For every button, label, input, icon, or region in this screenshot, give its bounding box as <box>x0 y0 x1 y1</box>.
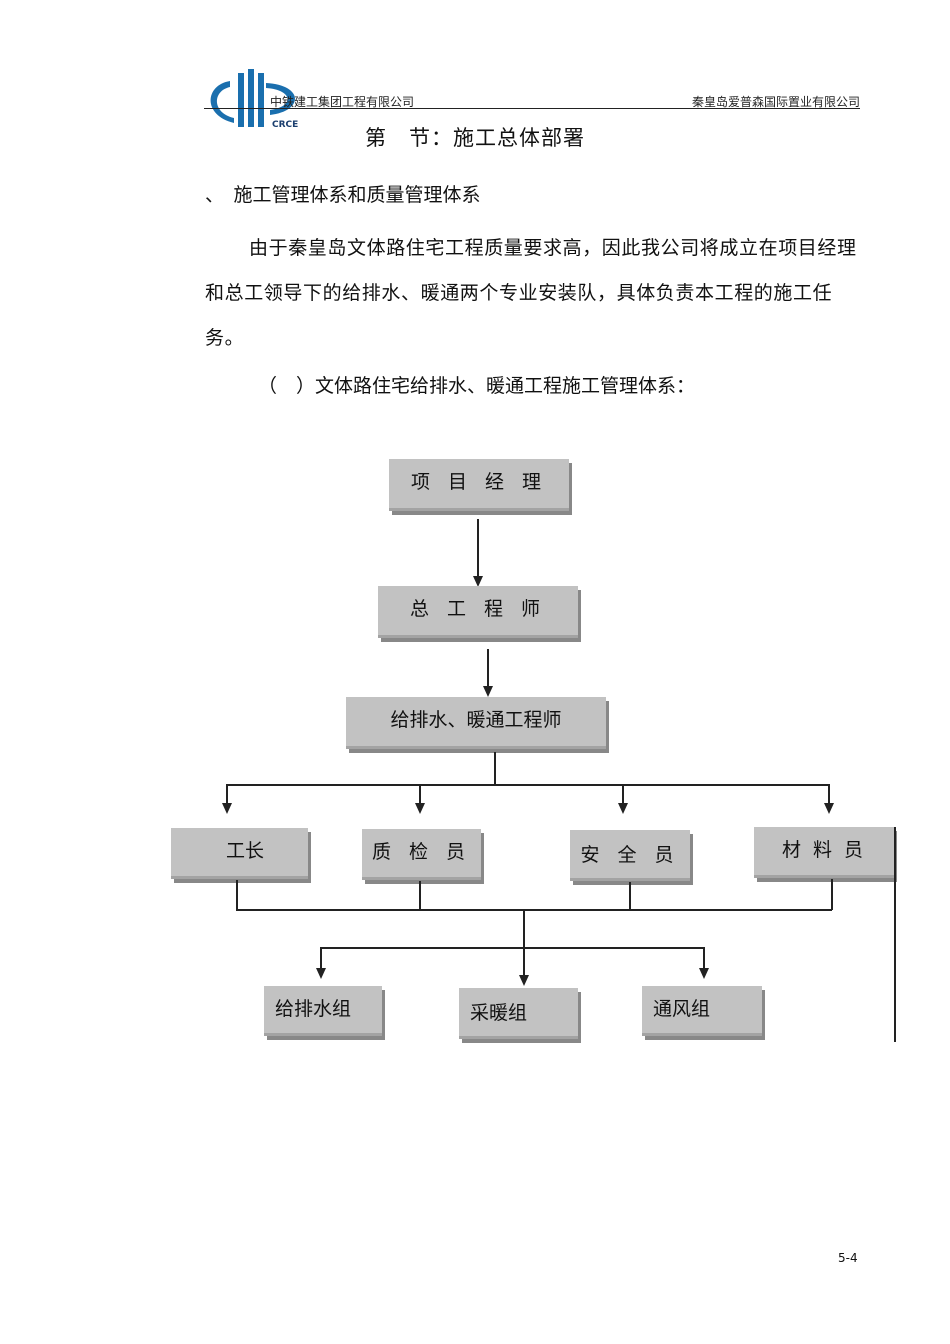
connector <box>487 649 489 692</box>
connector <box>236 909 832 911</box>
subsection-heading: 、 施工管理体系和质量管理体系 <box>205 184 481 206</box>
connector <box>622 784 624 804</box>
arrow-down-icon <box>483 686 493 697</box>
chart-caption: （ ）文体路住宅给排水、暖通工程施工管理体系： <box>258 375 696 397</box>
box-ventilation-team: 通风组 <box>642 986 762 1036</box>
box-safety-officer: 安 全 员 <box>570 830 690 881</box>
box-materials-clerk: 材 料 员 <box>754 827 894 878</box>
body-paragraph: 由于秦皇岛文体路住宅工程质量要求高，因此我公司将成立在项目经理和总工领导下的给排… <box>205 237 857 349</box>
company-logo: CRCE <box>210 69 298 130</box>
arrow-down-icon <box>824 803 834 814</box>
header-company-left: 中铁建工集团工程有限公司 <box>270 95 415 109</box>
arrow-down-icon <box>415 803 425 814</box>
box-quality-inspector: 质 检 员 <box>362 829 481 880</box>
box-foreman: 工长 <box>171 828 308 879</box>
connector <box>226 784 228 804</box>
box-plumbing-hvac-engineer: 给排水、暖通工程师 <box>346 697 606 749</box>
arrow-down-icon <box>699 968 709 979</box>
connector <box>831 879 833 910</box>
box-heating-team: 采暖组 <box>459 988 578 1039</box>
connector <box>320 947 322 969</box>
page-number: 5-4 <box>838 1251 858 1265</box>
connector <box>226 784 829 786</box>
connector <box>321 947 704 949</box>
connector <box>629 882 631 910</box>
connector <box>236 880 238 910</box>
connector <box>494 752 496 784</box>
connector <box>703 947 705 969</box>
arrow-down-icon <box>222 803 232 814</box>
connector <box>523 909 525 976</box>
connector <box>419 784 421 804</box>
border-line <box>894 827 896 1042</box>
header-company-right: 秦皇岛爱普森国际置业有限公司 <box>691 95 860 109</box>
logo-text: CRCE <box>272 120 298 130</box>
header-rule <box>204 108 860 109</box>
connector <box>477 519 479 579</box>
arrow-down-icon <box>473 576 483 587</box>
box-project-manager: 项 目 经 理 <box>389 459 569 511</box>
arrow-down-icon <box>316 968 326 979</box>
section-title: 第 节：施工总体部署 <box>365 126 585 150</box>
connector <box>828 784 830 804</box>
arrow-down-icon <box>519 975 529 986</box>
arrow-down-icon <box>618 803 628 814</box>
connector <box>419 881 421 910</box>
box-plumbing-team: 给排水组 <box>264 986 382 1036</box>
box-chief-engineer: 总 工 程 师 <box>378 586 578 638</box>
